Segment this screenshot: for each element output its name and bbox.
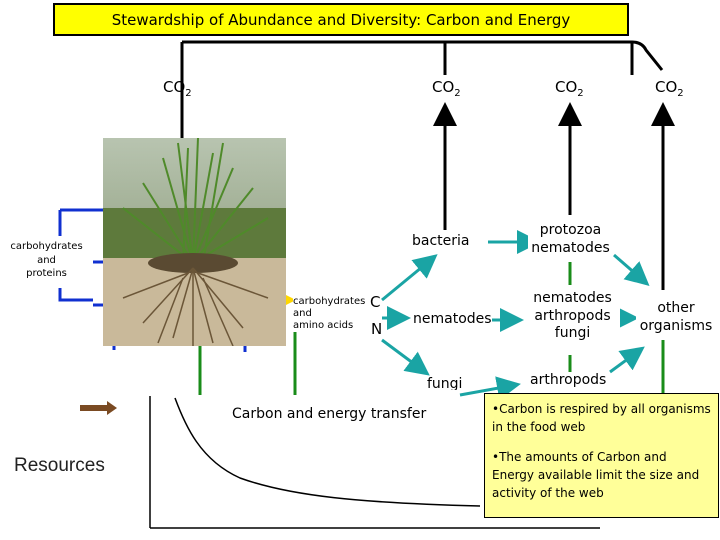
carbon-letter: C bbox=[370, 293, 380, 311]
nitrogen-letter: N bbox=[371, 320, 382, 338]
co2-label-other: CO2 bbox=[655, 78, 684, 99]
info-respiration: •Carbon is respired by all organisms in … bbox=[492, 400, 711, 436]
info-limits: •The amounts of Carbon and Energy availa… bbox=[492, 448, 711, 502]
respiration-arrows bbox=[445, 108, 663, 290]
info-callout: •Carbon is respired by all organisms in … bbox=[484, 393, 719, 518]
nematodes-arthropods-fungi-label: nematodes arthropods fungi bbox=[525, 290, 620, 343]
protozoa-nematodes-label: protozoa nematodes bbox=[528, 222, 613, 257]
co2-label-plant: CO2 bbox=[163, 78, 192, 99]
co2-label-protozoa: CO2 bbox=[555, 78, 584, 99]
plant-photo bbox=[103, 138, 286, 346]
carbohydrates-proteins-label: carbohydrates and proteins bbox=[0, 236, 93, 288]
root-exudates-label: carbohydrates and amino acids bbox=[293, 296, 373, 332]
arthropods-label: arthropods bbox=[530, 372, 606, 392]
fungi-label-1: fungi bbox=[427, 376, 462, 390]
co2-label-bacteria: CO2 bbox=[432, 78, 461, 99]
nematodes-label-1: nematodes bbox=[413, 311, 492, 329]
resources-label: Resources bbox=[14, 455, 105, 477]
other-organisms-label: other organisms bbox=[636, 300, 716, 335]
resources-arrow-icon bbox=[80, 401, 117, 415]
carbon-energy-transfer-label: Carbon and energy transfer bbox=[232, 406, 426, 422]
co2-connector bbox=[182, 42, 662, 150]
bacteria-label: bacteria bbox=[412, 233, 470, 251]
